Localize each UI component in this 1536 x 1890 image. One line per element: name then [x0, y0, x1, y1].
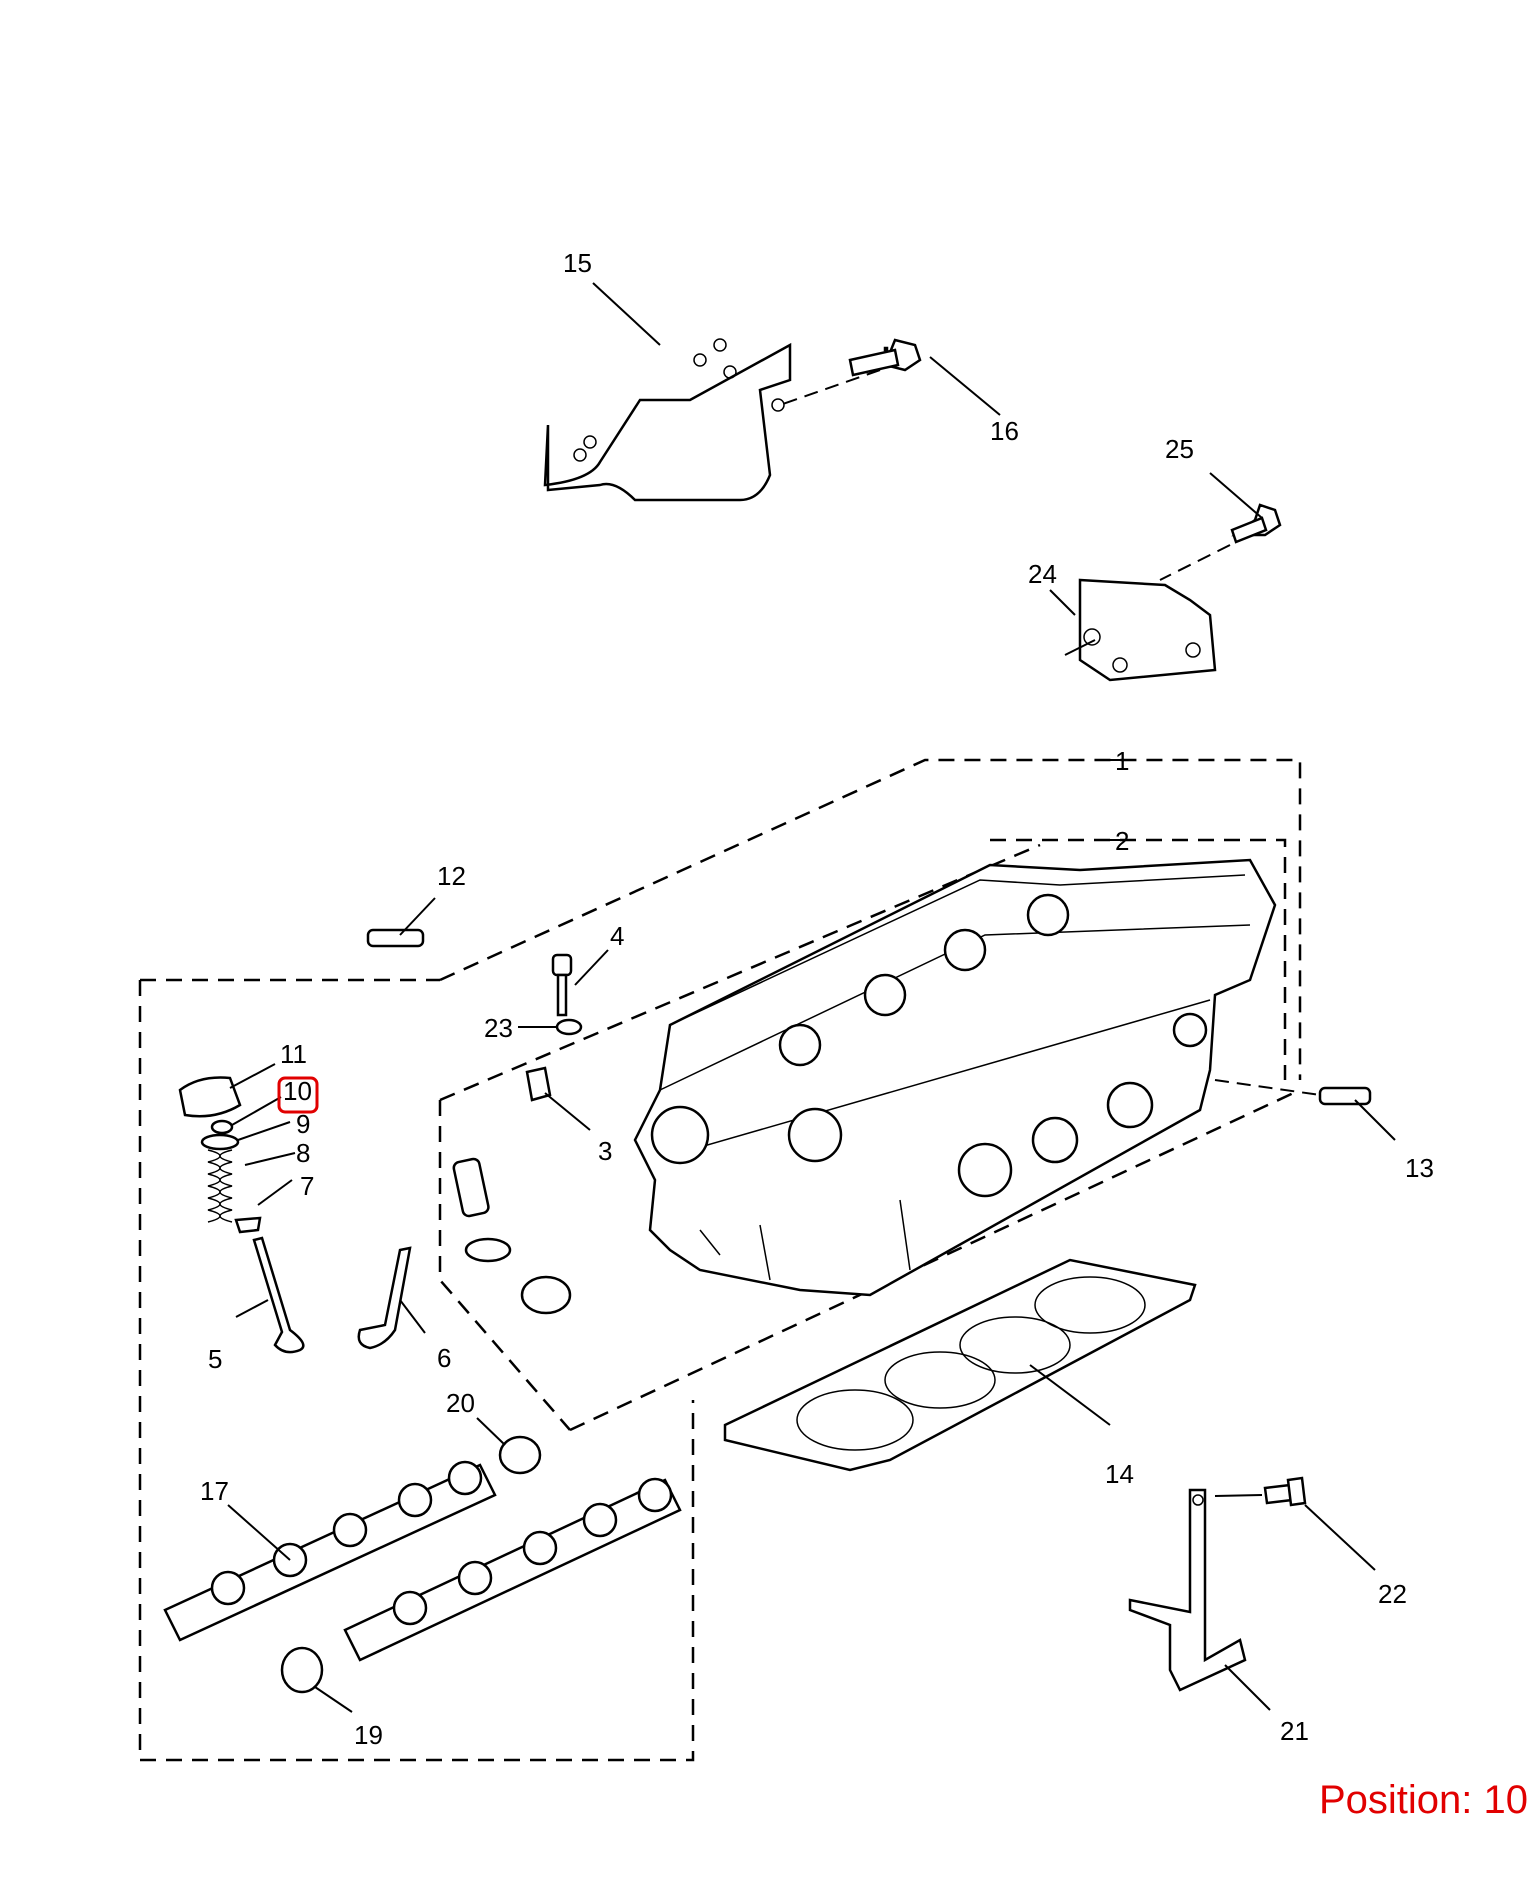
valve-part-6[interactable]: [357, 1246, 412, 1350]
selected-callout-highlight: [277, 1076, 319, 1114]
callout-15[interactable]: 15: [563, 248, 592, 278]
callout-25[interactable]: 25: [1165, 434, 1194, 464]
plate-part-24[interactable]: [1064, 578, 1217, 682]
head-gasket-part-14[interactable]: [723, 1258, 1197, 1472]
callout-22[interactable]: 22: [1378, 1579, 1407, 1609]
callout-3[interactable]: 3: [598, 1136, 612, 1166]
callout-7[interactable]: 7: [300, 1171, 314, 1201]
valve-part-5[interactable]: [252, 1236, 305, 1354]
bolt-part-4[interactable]: [551, 953, 573, 1017]
callout-4[interactable]: 4: [610, 921, 624, 951]
callout-6[interactable]: 6: [437, 1343, 451, 1373]
callout-23[interactable]: 23: [484, 1013, 513, 1043]
callout-19[interactable]: 19: [354, 1720, 383, 1750]
bracket-part-15[interactable]: [543, 338, 792, 502]
cap-part-20[interactable]: [498, 1435, 542, 1475]
stud-part-12[interactable]: [366, 928, 425, 948]
callout-2[interactable]: 2: [1115, 826, 1129, 856]
callouts: 15 16 25 24 1 2 12 4 23 3 13 11 10 9 8 7…: [200, 248, 1434, 1750]
group-outline-1: [138, 758, 1302, 1762]
callout-17[interactable]: 17: [200, 1476, 229, 1506]
callout-14[interactable]: 14: [1105, 1459, 1134, 1489]
valve-spring-part-8[interactable]: [207, 1149, 233, 1223]
callout-8[interactable]: 8: [296, 1138, 310, 1168]
collet-part-10[interactable]: [210, 1119, 234, 1135]
bolt-part-25[interactable]: [1159, 503, 1282, 581]
callout-24[interactable]: 24: [1028, 559, 1057, 589]
valve-guide-insert: [452, 1157, 490, 1218]
valve-guide-part-3[interactable]: [525, 1066, 552, 1102]
seal-ring: [464, 1237, 512, 1263]
washer-part-23[interactable]: [555, 1018, 583, 1036]
stud-part-13[interactable]: [1318, 1086, 1372, 1106]
callout-20[interactable]: 20: [446, 1388, 475, 1418]
callout-21[interactable]: 21: [1280, 1716, 1309, 1746]
valve-stem-seal-part-7[interactable]: [234, 1216, 262, 1234]
callout-11[interactable]: 11: [280, 1039, 307, 1069]
bolt-part-22[interactable]: [1214, 1476, 1307, 1507]
leader-lines: [227, 282, 1396, 1713]
bolt-part-16[interactable]: [779, 338, 922, 406]
callout-9[interactable]: 9: [296, 1109, 310, 1139]
callout-13[interactable]: 13: [1405, 1153, 1434, 1183]
callout-10[interactable]: 10: [283, 1076, 312, 1106]
position-label: Position: 10: [1318, 1778, 1528, 1822]
spring-retainer-part-9[interactable]: [200, 1133, 240, 1151]
callout-5[interactable]: 5: [208, 1344, 222, 1374]
pipe-part-21[interactable]: [1128, 1488, 1247, 1692]
cylinder-head-part-1[interactable]: [633, 858, 1321, 1297]
group-outline-2: [990, 838, 1287, 1080]
tappet-part-11[interactable]: [178, 1076, 242, 1118]
oil-seal: [520, 1275, 572, 1315]
camshaft-second[interactable]: [343, 1477, 682, 1662]
callout-1[interactable]: 1: [1115, 746, 1129, 776]
callout-12[interactable]: 12: [437, 861, 466, 891]
camshaft-seal-part-19[interactable]: [280, 1646, 324, 1694]
callout-16[interactable]: 16: [990, 416, 1019, 446]
